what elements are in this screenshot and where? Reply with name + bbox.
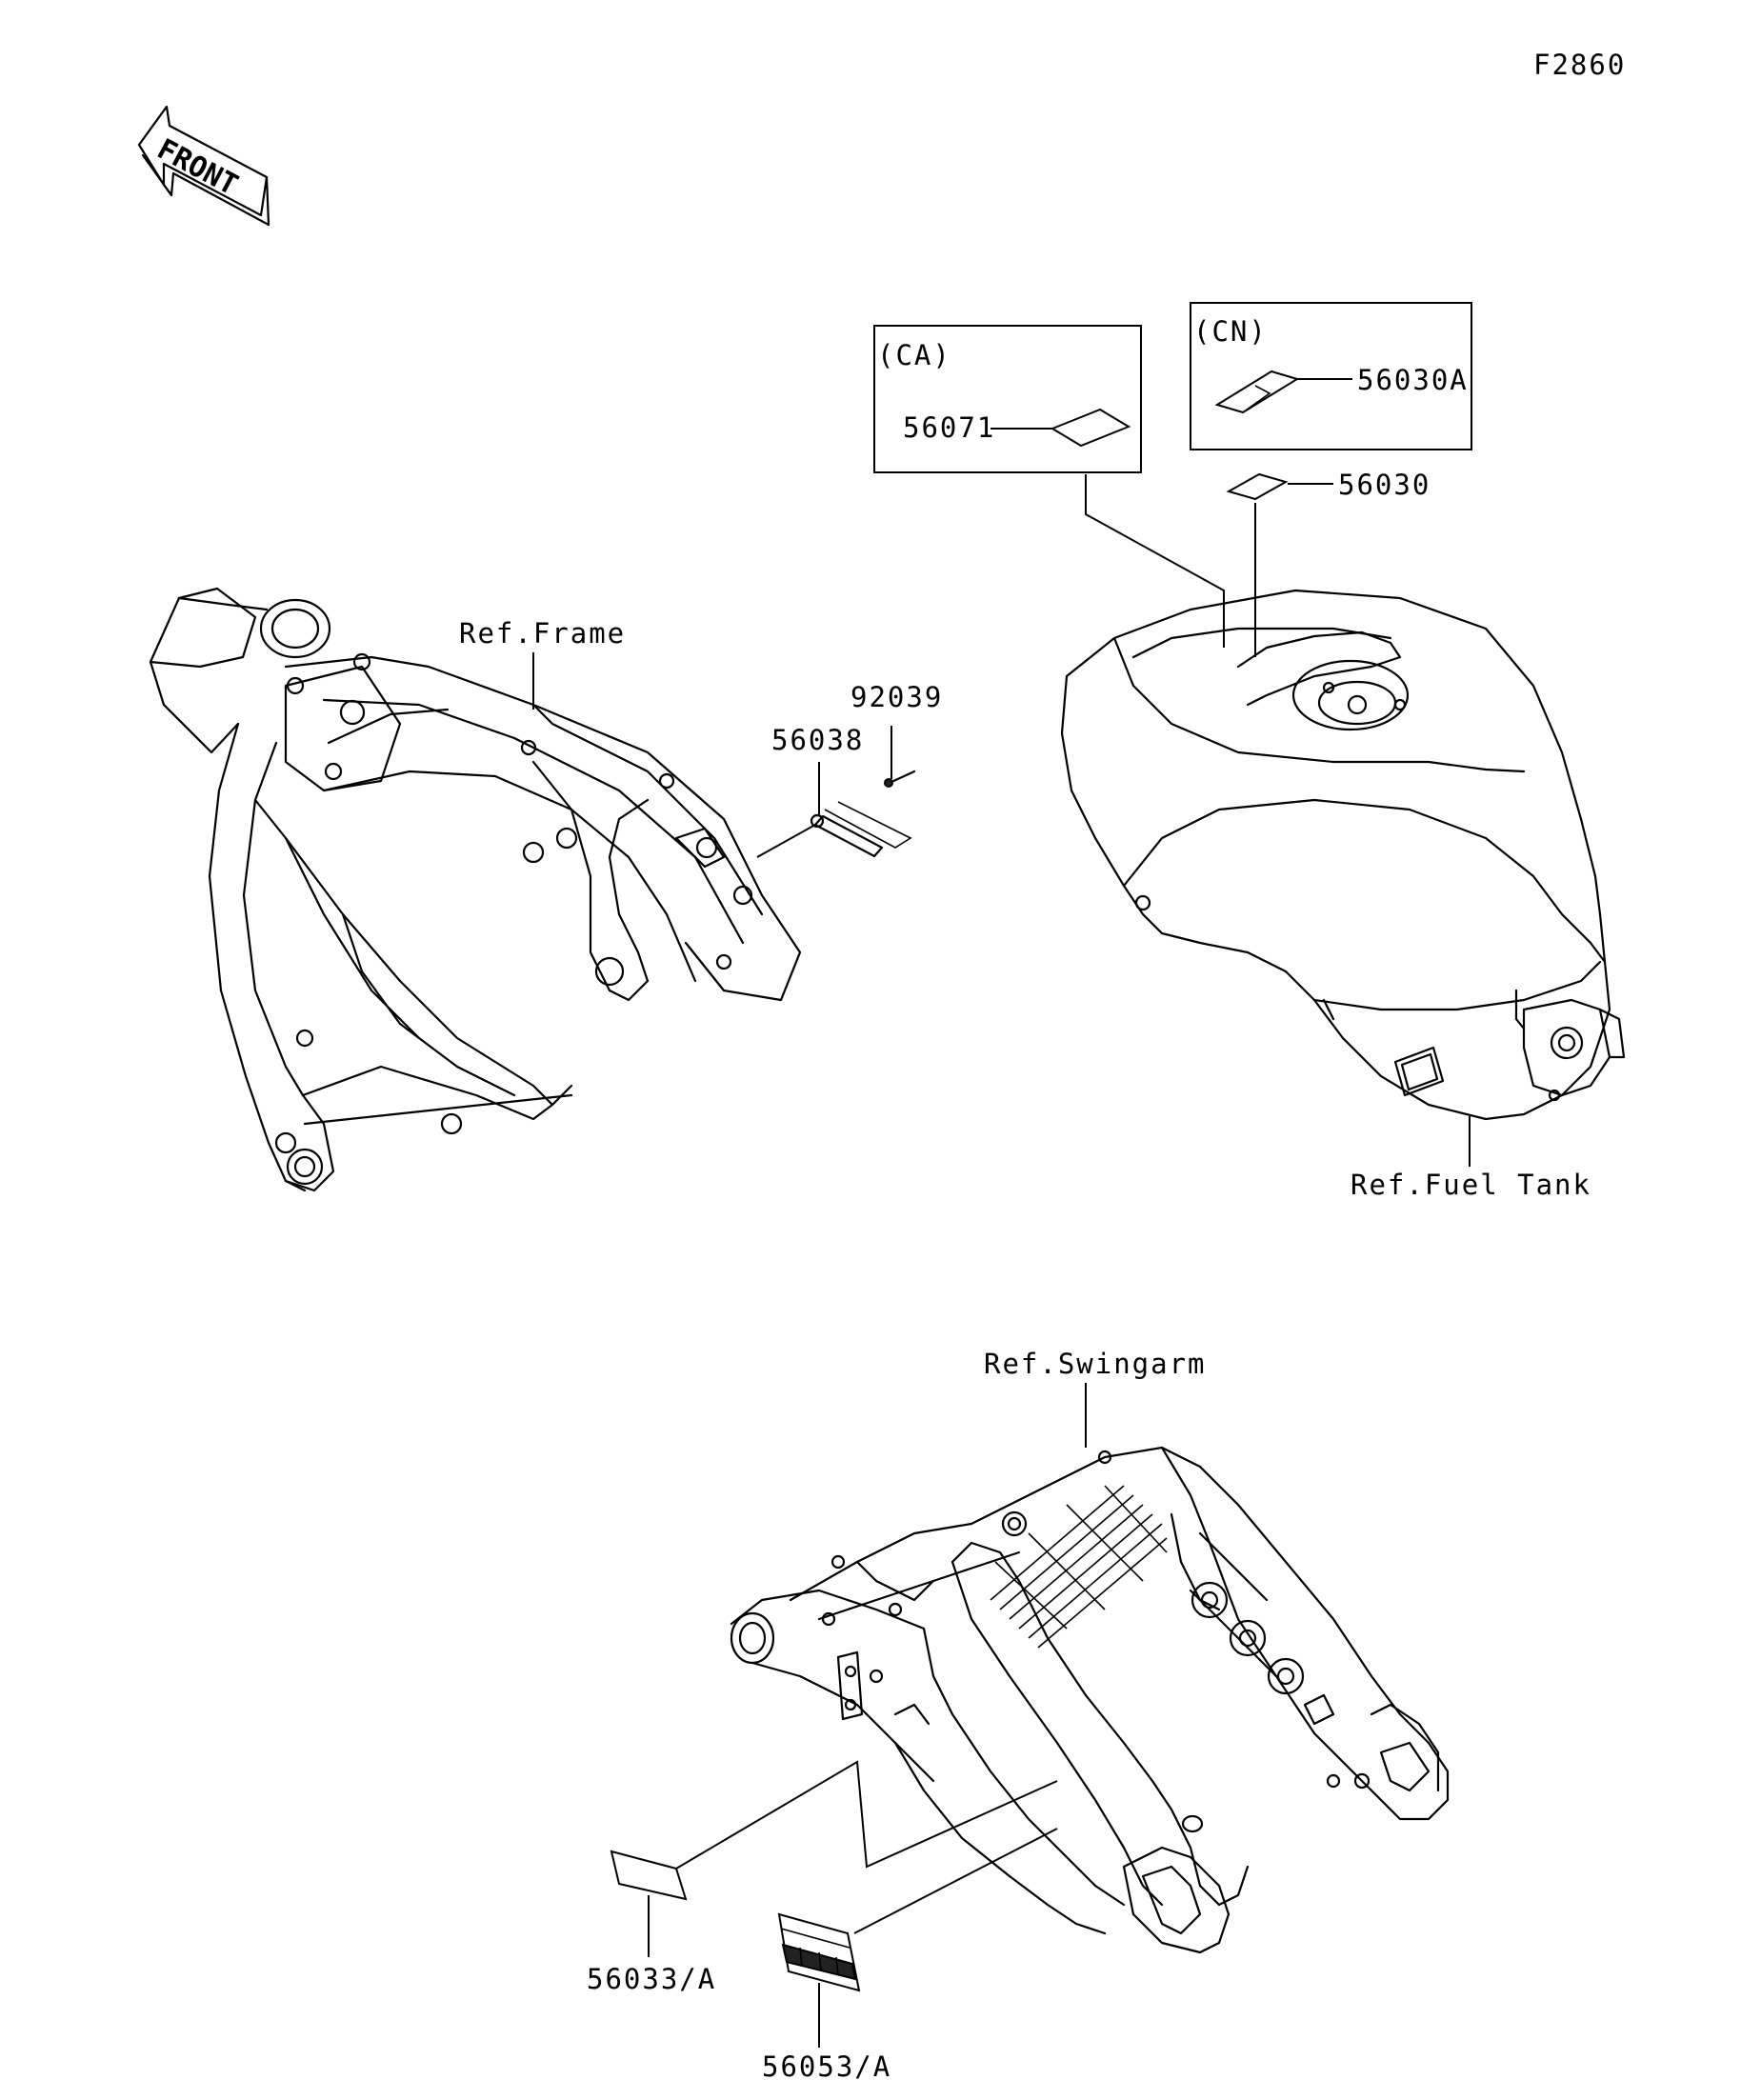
figure-code: F2860 <box>1533 49 1626 81</box>
ref-fuel-tank-label: Ref.Fuel Tank <box>1351 1169 1591 1201</box>
part-56030-label: 56030 <box>1338 469 1431 501</box>
region-cn-label: (CN) <box>1193 315 1268 348</box>
front-arrow-icon: FRONT <box>137 105 270 227</box>
ref-frame-label: Ref.Frame <box>459 617 626 650</box>
part-56053-label: 56053/A <box>762 2050 891 2083</box>
part-56053-decal <box>777 1912 861 1992</box>
part-56038-label: 56038 <box>771 724 864 756</box>
ref-swingarm-label: Ref.Swingarm <box>984 1348 1207 1380</box>
fuel-tank-illustration <box>1060 589 1626 1121</box>
frame-illustration <box>149 587 802 1192</box>
part-56033-label: 56033/A <box>587 1963 716 1995</box>
part-56030A-label: 56030A <box>1357 364 1469 396</box>
part-56030A-decal <box>1214 370 1300 414</box>
part-56038-band <box>810 801 912 858</box>
part-56033-decal <box>610 1850 688 1901</box>
front-arrow-label: FRONT <box>151 132 243 202</box>
part-92039-label: 92039 <box>850 681 943 713</box>
part-56030-decal <box>1226 472 1289 501</box>
region-ca-box <box>873 325 1142 473</box>
region-ca-label: (CA) <box>877 339 951 371</box>
swingarm-illustration <box>730 1446 1450 1954</box>
part-92039-pin <box>884 770 916 788</box>
part-56071-decal <box>1050 408 1131 448</box>
part-56071-label: 56071 <box>903 411 995 444</box>
region-cn-box <box>1190 302 1472 450</box>
